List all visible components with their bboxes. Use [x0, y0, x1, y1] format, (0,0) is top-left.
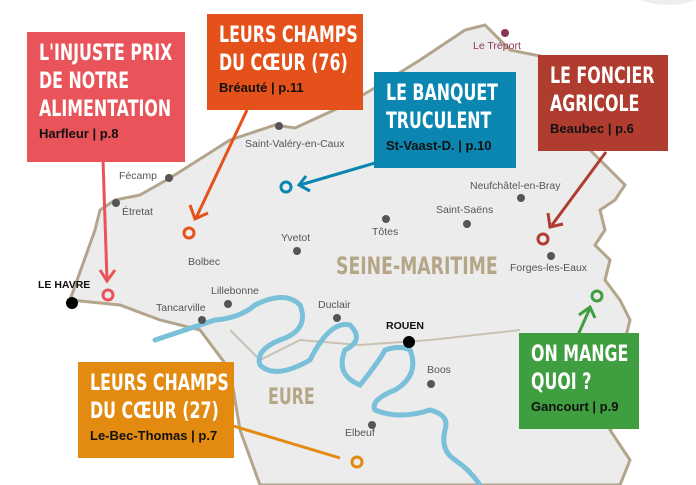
story-page: p.9: [599, 399, 619, 414]
region-label-seine-maritime: SEINE-MARITIME: [336, 252, 498, 280]
story-title: Le banquettruculent: [386, 81, 498, 134]
city-neufchatel: Neufchâtel-en-Bray: [470, 180, 561, 192]
story-place: St-Vaast-D.: [386, 138, 455, 153]
story-place: Gancourt: [531, 399, 589, 414]
story-place: Le-Bec-Thomas: [90, 428, 188, 443]
story-page: p.7: [198, 428, 218, 443]
story-page: p.8: [99, 126, 119, 141]
story-page: p.11: [278, 80, 304, 95]
city-fecamp: Fécamp: [119, 170, 157, 182]
story-card-champs-coeur-27[interactable]: Leurs champsdu cœur (27) Le-Bec-Thomas |…: [78, 362, 234, 458]
story-card-banquet-truculent[interactable]: Le banquettruculent St-Vaast-D. | p.10: [374, 72, 516, 168]
city-le-treport: Le Tréport: [473, 40, 521, 52]
city-elbeuf: Elbeuf: [345, 427, 375, 439]
story-card-champs-coeur-76[interactable]: Leurs champsdu cœur (76) Bréauté | p.11: [207, 14, 363, 110]
story-title: L'injuste prixde notrealimentation: [39, 41, 173, 122]
story-place: Bréauté: [219, 80, 268, 95]
story-title: Le foncieragricole: [550, 64, 655, 117]
city-rouen: ROUEN: [386, 320, 424, 332]
story-card-injuste-prix[interactable]: L'injuste prixde notrealimentation Harfl…: [27, 32, 185, 162]
region-label-eure: EURE: [268, 385, 315, 410]
city-boos: Boos: [427, 364, 451, 376]
story-title: On mangequoi ?: [531, 342, 629, 395]
city-etretat: Étretat: [122, 206, 153, 218]
city-totes: Tôtes: [372, 226, 399, 238]
story-page: p.6: [615, 121, 634, 136]
city-yvetot: Yvetot: [281, 232, 311, 244]
story-card-foncier-agricole[interactable]: Le foncieragricole Beaubec | p.6: [538, 55, 668, 151]
city-bolbec: Bolbec: [188, 256, 221, 268]
city-saint-saens: Saint-Saëns: [436, 204, 494, 216]
story-title: Leurs champsdu cœur (27): [90, 371, 229, 424]
seine-river: [152, 295, 483, 485]
story-place: Beaubec: [550, 121, 605, 136]
city-saint-valery: Saint-Valéry-en-Caux: [245, 138, 345, 150]
city-forges: Forges-les-Eaux: [510, 262, 588, 274]
city-duclair: Duclair: [318, 299, 351, 311]
story-place: Harfleur: [39, 126, 89, 141]
city-le-havre: LE HAVRE: [38, 279, 91, 291]
story-page: p.10: [465, 138, 492, 153]
city-tancarville: Tancarville: [156, 302, 206, 314]
city-lillebonne: Lillebonne: [211, 285, 259, 297]
story-title: Leurs champsdu cœur (76): [219, 23, 358, 76]
story-card-on-mange-quoi[interactable]: On mangequoi ? Gancourt | p.9: [519, 333, 639, 429]
